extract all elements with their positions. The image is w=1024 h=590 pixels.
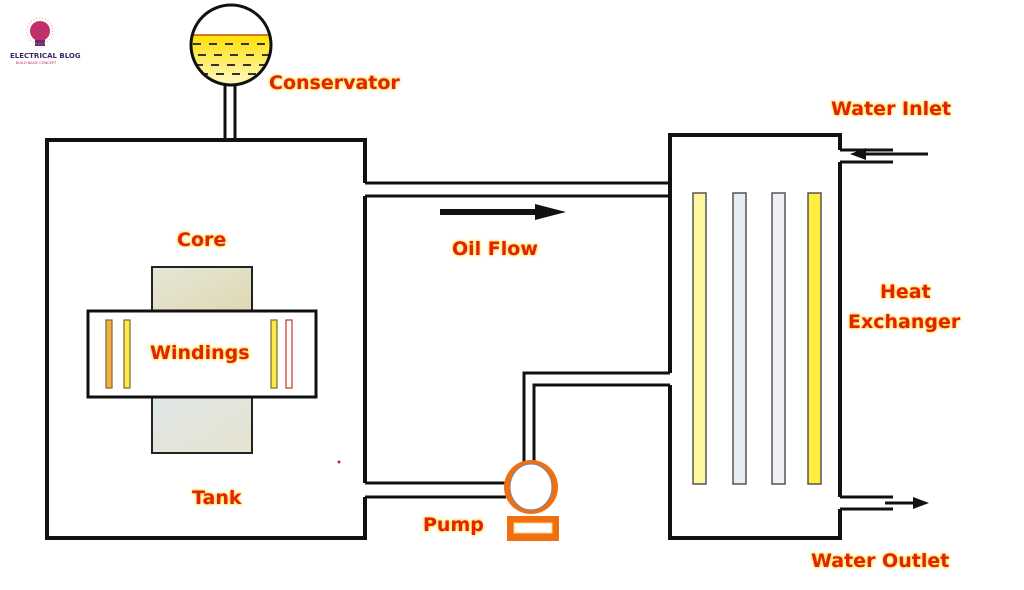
arrow-left-icon [850, 148, 866, 160]
label-conservator: Conservator [269, 72, 400, 94]
label-core: Core [177, 229, 227, 251]
water-inlet-pipe [840, 148, 928, 164]
conservator [189, 3, 273, 140]
label-windings: Windings [150, 342, 250, 364]
logo-title: ELECTRICAL BLOG [10, 52, 81, 60]
oil-pipe-bottom [365, 371, 670, 499]
core-lower [151, 394, 253, 454]
oil-flow-arrow-icon [440, 204, 566, 220]
label-oil-flow: Oil Flow [452, 238, 538, 260]
label-water-outlet: Water Outlet [811, 550, 950, 572]
label-pump: Pump [423, 514, 484, 536]
tank [45, 138, 367, 540]
logo-bulb-icon [26, 17, 54, 46]
label-exchanger: Exchanger [848, 311, 961, 333]
logo-subtitle: BUILD BASIC CONCEPT [16, 61, 57, 65]
arrow-right-icon [913, 497, 929, 509]
pump [504, 460, 559, 541]
label-water-inlet: Water Inlet [831, 98, 952, 120]
oil-pipe-top [365, 181, 670, 198]
heat-exchanger-tubes [692, 192, 822, 485]
label-heat: Heat [880, 281, 931, 303]
winding-bars [105, 319, 293, 389]
water-outlet-pipe [840, 495, 929, 511]
label-tank: Tank [192, 487, 242, 509]
heat-exchanger [668, 133, 842, 540]
